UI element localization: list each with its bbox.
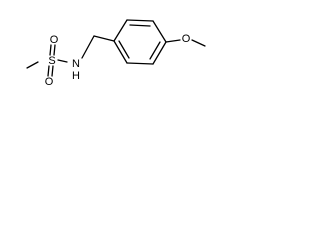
ring-bond-3 xyxy=(152,20,167,43)
atom-oxygen-top: O xyxy=(50,34,59,46)
bond-sulfur-oxygen-bottom-a xyxy=(47,65,50,77)
atom-sulfur: S xyxy=(48,55,55,67)
structure-diagram: S O O N H O xyxy=(26,19,206,88)
bond-methylene-ring xyxy=(93,35,115,42)
atom-hydrogen: H xyxy=(72,70,80,82)
ring-bond-2 xyxy=(126,19,154,22)
bond-sulfur-oxygen-top-b xyxy=(53,44,56,56)
atom-oxygen-bottom: O xyxy=(45,76,54,88)
ring-bond-1 xyxy=(113,19,128,42)
ring-double-bond-2 xyxy=(149,41,161,60)
bond-methyl-sulfur xyxy=(26,61,39,69)
bond-sulfur-oxygen-bottom-b xyxy=(51,65,54,77)
ring-bond-4 xyxy=(152,41,167,65)
bond-nitrogen-methylene xyxy=(81,35,95,59)
ring-bond-5 xyxy=(126,62,154,65)
bond-sulfur-nitrogen xyxy=(57,59,68,63)
bond-sulfur-oxygen-top-a xyxy=(49,44,52,56)
bond-ring-methoxy-oxygen xyxy=(165,39,181,43)
atom-oxygen-methoxy: O xyxy=(182,33,191,45)
ring-double-bond-1 xyxy=(129,24,151,27)
ring-bond-6 xyxy=(113,40,128,64)
bond-methoxy-methyl xyxy=(191,39,206,47)
atom-nitrogen: N xyxy=(72,58,80,70)
ring-double-bond-3 xyxy=(118,40,130,59)
